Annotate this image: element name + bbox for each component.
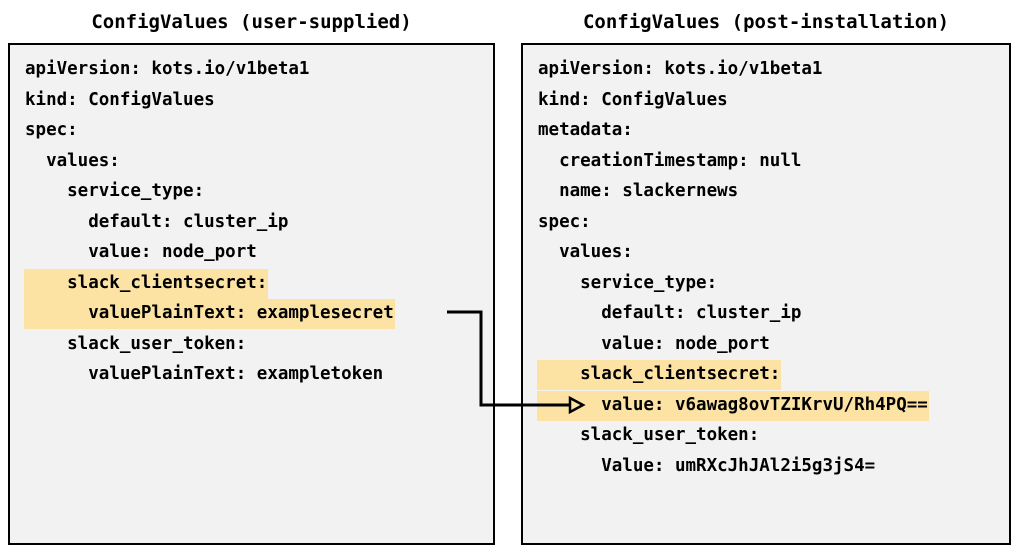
code-line: creationTimestamp: null: [523, 146, 1009, 177]
code-lines-post-installation: apiVersion: kots.io/v1beta1 kind: ConfigV…: [523, 54, 1009, 481]
code-line-text: spec:: [25, 120, 78, 140]
panel-title-post-installation: ConfigValues (post-installation): [582, 11, 950, 33]
code-line: value: v6awag8ovTZIKrvU/Rh4PQ==: [523, 390, 1009, 421]
code-line-text: value: node_port: [25, 242, 257, 262]
code-line-text: kind: ConfigValues: [25, 89, 215, 110]
code-line-text: values:: [538, 242, 633, 262]
code-line: slack_user_token:: [10, 329, 493, 360]
code-line: metadata:: [523, 115, 1009, 146]
code-line-text: slack_clientsecret:: [24, 268, 269, 299]
code-line-text: values:: [25, 150, 120, 171]
code-line: spec:: [10, 115, 493, 146]
code-line: name: slackernews: [523, 176, 1009, 207]
code-line-text: apiVersion: kots.io/v1beta1: [538, 59, 823, 79]
code-line: apiVersion: kots.io/v1beta1: [523, 54, 1009, 85]
code-line: default: cluster_ip: [523, 298, 1009, 329]
code-line-text: slack_user_token:: [25, 333, 247, 354]
code-line: slack_clientsecret:: [10, 268, 493, 299]
code-line: kind: ConfigValues: [10, 85, 493, 116]
code-line: slack_clientsecret:: [523, 359, 1009, 390]
code-line: valuePlainText: examplesecret: [10, 298, 493, 329]
code-line: default: cluster_ip: [10, 207, 493, 238]
code-line-text: creationTimestamp: null: [538, 150, 802, 171]
code-line-text: valuePlainText: examplesecret: [24, 299, 395, 329]
code-line-text: value: node_port: [538, 333, 770, 354]
panel-title-user-supplied: ConfigValues (user-supplied): [91, 11, 412, 33]
code-line-text: apiVersion: kots.io/v1beta1: [25, 59, 310, 79]
code-line-text: spec:: [538, 211, 591, 232]
code-line: service_type:: [523, 268, 1009, 299]
code-line: kind: ConfigValues: [523, 85, 1009, 116]
code-line-text: kind: ConfigValues: [538, 89, 728, 110]
code-lines-user-supplied: apiVersion: kots.io/v1beta1 kind: ConfigV…: [10, 54, 493, 390]
code-box-post-installation: apiVersion: kots.io/v1beta1 kind: ConfigV…: [521, 43, 1011, 545]
code-line: value: node_port: [10, 237, 493, 268]
code-line: apiVersion: kots.io/v1beta1: [10, 54, 493, 85]
code-line: Value: umRXcJhJAl2i5g3jS4=: [523, 451, 1009, 482]
code-line: value: node_port: [523, 329, 1009, 360]
code-line-text: service_type:: [25, 181, 205, 201]
code-line-text: service_type:: [538, 272, 718, 293]
code-box-user-supplied: apiVersion: kots.io/v1beta1 kind: ConfigV…: [8, 43, 495, 545]
code-line-text: Value: umRXcJhJAl2i5g3jS4=: [538, 455, 876, 476]
code-line: spec:: [523, 207, 1009, 238]
code-line-text: slack_clientsecret:: [537, 360, 782, 390]
code-line: service_type:: [10, 176, 493, 207]
code-line: values:: [523, 237, 1009, 268]
code-line-text: default: cluster_ip: [25, 211, 289, 232]
code-line-text: valuePlainText: exampletoken: [25, 364, 384, 384]
code-line-text: value: v6awag8ovTZIKrvU/Rh4PQ==: [537, 390, 929, 421]
code-line: values:: [10, 146, 493, 177]
code-line-text: metadata:: [538, 120, 633, 140]
code-line: valuePlainText: exampletoken: [10, 359, 493, 390]
code-line-text: slack_user_token:: [538, 425, 760, 445]
code-line-text: name: slackernews: [538, 181, 739, 201]
code-line-text: default: cluster_ip: [538, 303, 802, 323]
code-line: slack_user_token:: [523, 420, 1009, 451]
